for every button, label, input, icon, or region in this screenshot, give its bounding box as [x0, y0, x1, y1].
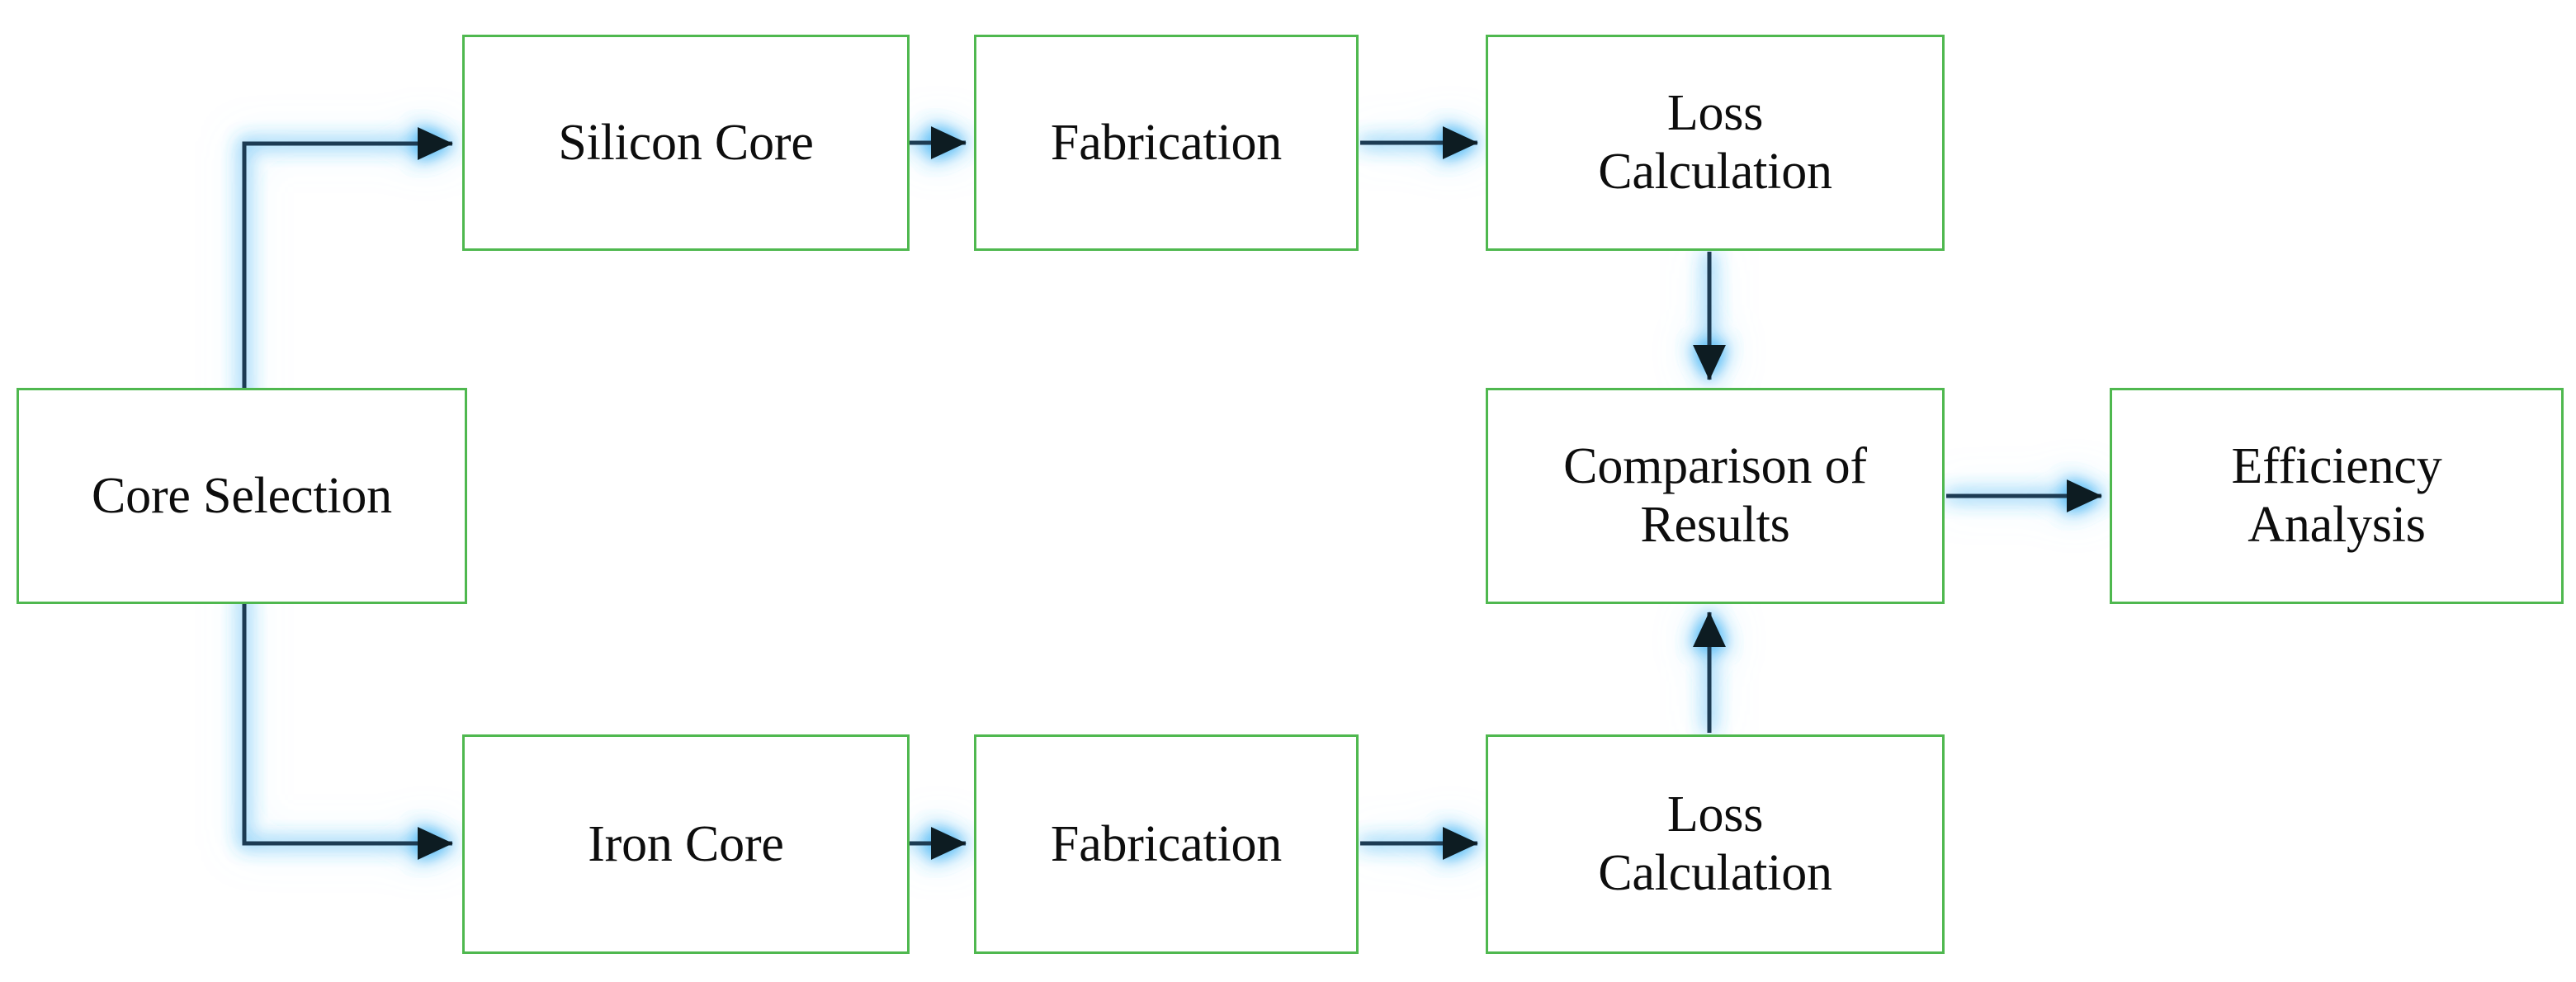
node-loss-calculation-top[interactable]: Loss Calculation [1486, 35, 1945, 251]
node-efficiency-analysis-label: Efficiency Analysis [2231, 438, 2442, 553]
node-fabrication-top[interactable]: Fabrication [974, 35, 1359, 251]
node-loss-calculation-top-label: Loss Calculation [1598, 85, 1832, 200]
node-comparison-of-results[interactable]: Comparison of Results [1486, 388, 1945, 604]
node-comparison-of-results-label: Comparison of Results [1563, 438, 1867, 553]
edge-core-selection-to-iron-core [242, 583, 454, 860]
node-iron-core-label: Iron Core [588, 815, 784, 872]
node-fabrication-bottom[interactable]: Fabrication [974, 734, 1359, 954]
node-silicon-core-label: Silicon Core [558, 114, 814, 171]
node-fabrication-top-label: Fabrication [1050, 114, 1283, 171]
edge-core-selection-to-silicon-core [242, 127, 454, 411]
node-efficiency-analysis[interactable]: Efficiency Analysis [2110, 388, 2564, 604]
node-core-selection[interactable]: Core Selection [17, 388, 467, 604]
node-loss-calculation-bottom[interactable]: Loss Calculation [1486, 734, 1945, 954]
node-loss-calculation-bottom-label: Loss Calculation [1598, 786, 1832, 901]
node-silicon-core[interactable]: Silicon Core [462, 35, 910, 251]
node-iron-core[interactable]: Iron Core [462, 734, 910, 954]
node-core-selection-label: Core Selection [92, 467, 392, 524]
node-fabrication-bottom-label: Fabrication [1050, 815, 1283, 872]
